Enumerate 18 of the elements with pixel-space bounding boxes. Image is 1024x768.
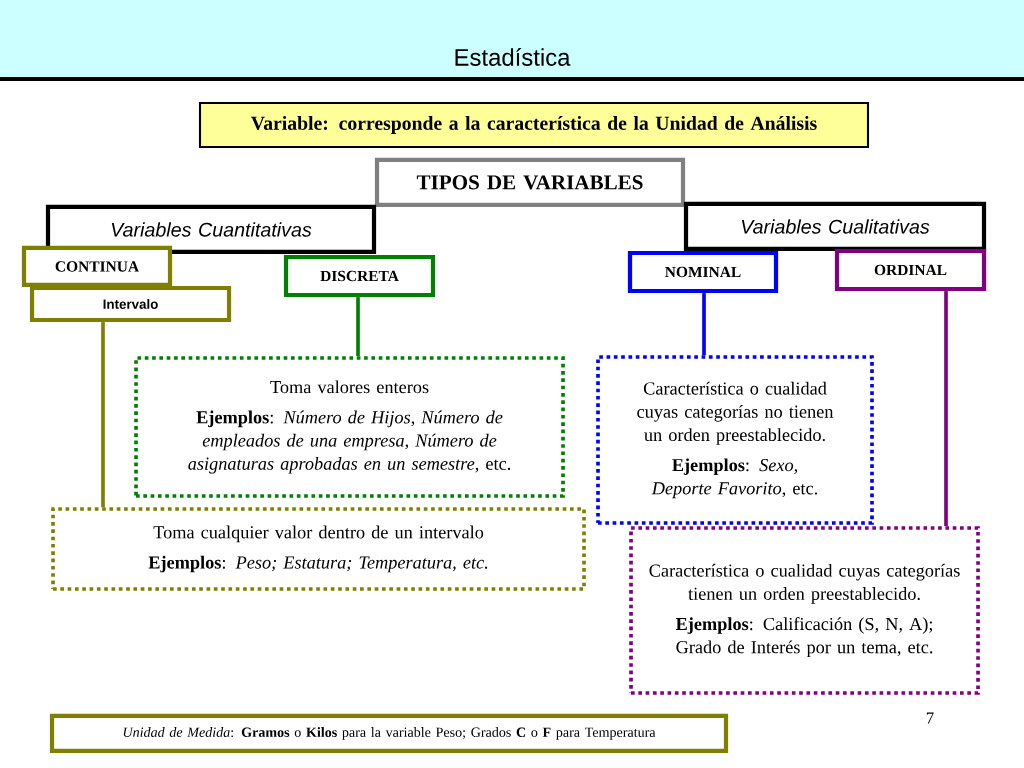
connector-line: [101, 322, 105, 508]
connector-line: [944, 291, 948, 527]
connector-line: [702, 293, 706, 356]
type-box: NOMINAL: [627, 250, 779, 294]
description-box: Toma valores enteros Ejemplos: Número de Hijos, Número de empleados de una empresa, Número de asignaturas aprobadas en un semestre, etc.: [134, 356, 565, 498]
description-box: Característica o cualidad cuyas categorías no tienen un orden preestablecido. Ejemplos: Sexo, Deporte Favorito, etc.: [596, 355, 874, 525]
description-box: Característica o cualidad cuyas categorías tienen un orden preestablecido. Ejemplos: Calificación (S, N, A); Grado de Interés por un tema, etc.: [629, 526, 980, 695]
type-box: Intervalo: [29, 285, 232, 323]
page-number: 7: [926, 712, 934, 724]
type-box: DISCRETA: [283, 254, 436, 298]
definition-box: Variable: corresponde a la característica de la Unidad de Análisis: [198, 101, 870, 149]
type-box: CONTINUA: [21, 245, 173, 288]
title: Estadística: [455, 48, 571, 66]
description-box: Toma cualquier valor dentro de un intervalo Ejemplos: Peso; Estatura; Temperatura, etc.: [51, 507, 586, 591]
category-box: TIPOS DE VARIABLES: [374, 157, 686, 208]
connector-line: [356, 297, 360, 357]
type-box: ORDINAL: [834, 248, 987, 292]
note-box: Unidad de Medida: Gramos o Kilos para la variable Peso; Grados C o F para Temperatura: [49, 713, 729, 754]
